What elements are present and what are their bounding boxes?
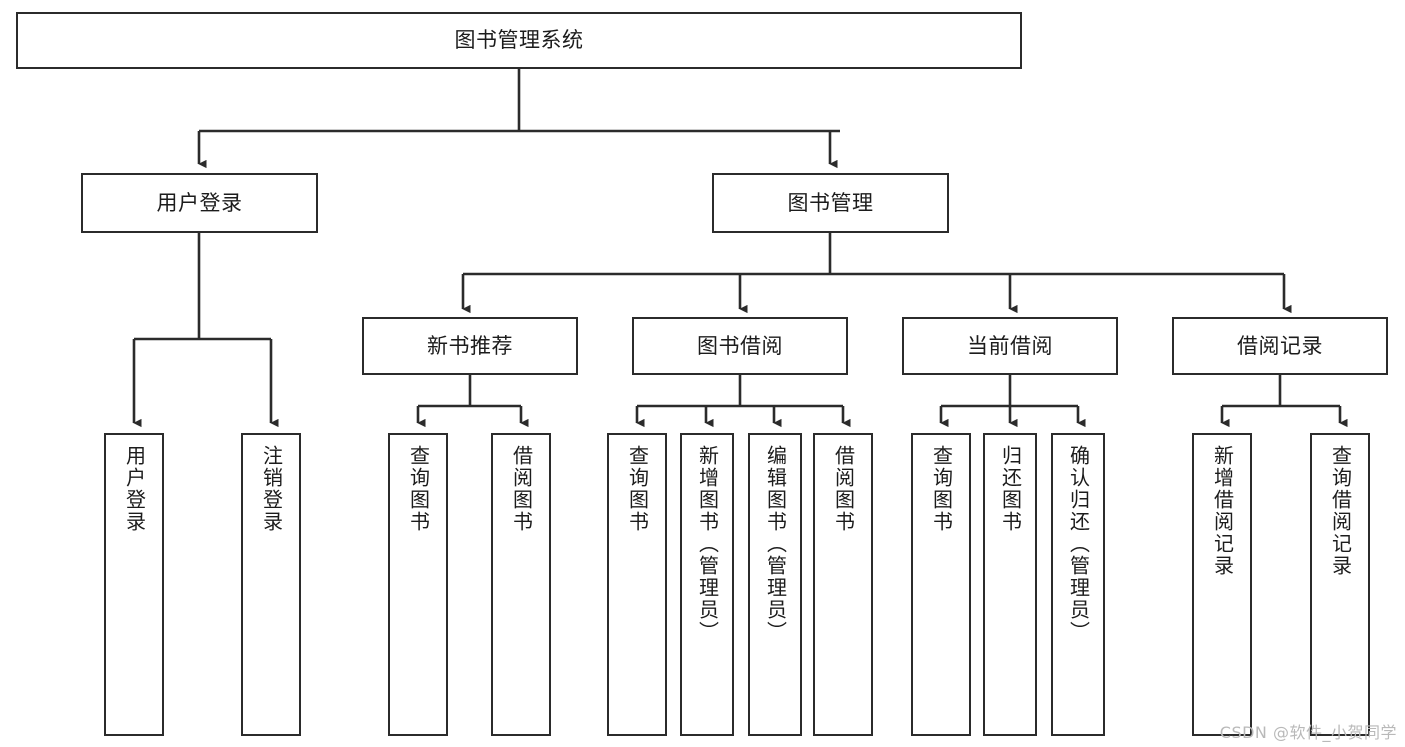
node-root-book-management-system[interactable]: 图书管理系统	[16, 12, 1022, 69]
node-borrow-record-label: 借阅记录	[1237, 333, 1323, 358]
node-leaf-return-book[interactable]: 归还图书	[983, 433, 1037, 736]
node-leaf-borrow-book-newbook-label: 借阅图书	[509, 445, 534, 533]
node-current-borrow[interactable]: 当前借阅	[902, 317, 1118, 375]
node-leaf-borrow-book-borrow[interactable]: 借阅图书	[813, 433, 873, 736]
node-book-borrow[interactable]: 图书借阅	[632, 317, 848, 375]
node-leaf-add-borrow-record[interactable]: 新增借阅记录	[1192, 433, 1252, 736]
node-leaf-user-login[interactable]: 用户登录	[104, 433, 164, 736]
node-user-login-label: 用户登录	[156, 190, 243, 215]
node-book-management[interactable]: 图书管理	[712, 173, 949, 233]
node-leaf-logout[interactable]: 注销登录	[241, 433, 301, 736]
node-leaf-return-book-label: 归还图书	[998, 445, 1023, 533]
node-leaf-user-login-label: 用户登录	[122, 445, 147, 533]
node-leaf-query-book-borrow-label: 查询图书	[625, 445, 650, 533]
node-leaf-edit-book-admin[interactable]: 编辑图书（管理员）	[748, 433, 802, 736]
node-new-book-recommend[interactable]: 新书推荐	[362, 317, 578, 375]
node-leaf-query-borrow-record[interactable]: 查询借阅记录	[1310, 433, 1370, 736]
watermark-csdn: CSDN @软件_小贺同学	[1219, 723, 1397, 742]
node-leaf-query-book-borrow[interactable]: 查询图书	[607, 433, 667, 736]
node-leaf-logout-label: 注销登录	[259, 445, 284, 533]
node-book-borrow-label: 图书借阅	[697, 333, 783, 358]
node-leaf-query-book-newbook-label: 查询图书	[406, 445, 431, 533]
node-leaf-add-book-admin[interactable]: 新增图书（管理员）	[680, 433, 734, 736]
node-leaf-query-book-current-label: 查询图书	[929, 445, 954, 533]
node-user-login[interactable]: 用户登录	[81, 173, 318, 233]
node-leaf-query-book-current[interactable]: 查询图书	[911, 433, 971, 736]
node-leaf-edit-book-admin-label: 编辑图书（管理员）	[763, 445, 788, 643]
node-leaf-borrow-book-borrow-label: 借阅图书	[831, 445, 856, 533]
node-leaf-borrow-book-newbook[interactable]: 借阅图书	[491, 433, 551, 736]
node-leaf-query-borrow-record-label: 查询借阅记录	[1328, 445, 1353, 577]
node-leaf-confirm-return-admin[interactable]: 确认归还（管理员）	[1051, 433, 1105, 736]
node-current-borrow-label: 当前借阅	[967, 333, 1053, 358]
node-book-management-label: 图书管理	[787, 190, 874, 215]
node-root-label: 图书管理系统	[454, 28, 584, 53]
node-leaf-add-borrow-record-label: 新增借阅记录	[1210, 445, 1235, 577]
node-leaf-add-book-admin-label: 新增图书（管理员）	[695, 445, 720, 643]
node-leaf-query-book-newbook[interactable]: 查询图书	[388, 433, 448, 736]
node-borrow-record[interactable]: 借阅记录	[1172, 317, 1388, 375]
node-new-book-recommend-label: 新书推荐	[427, 333, 513, 358]
node-leaf-confirm-return-admin-label: 确认归还（管理员）	[1066, 445, 1091, 643]
